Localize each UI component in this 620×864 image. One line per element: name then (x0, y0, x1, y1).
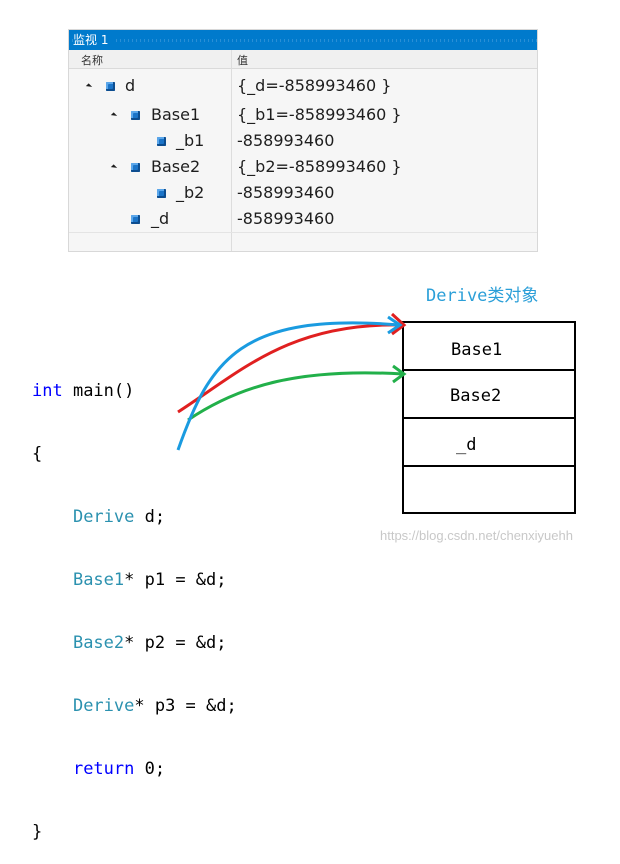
keyword-return: return (72, 759, 135, 779)
code-text: 0; (134, 759, 166, 779)
code-text: { (32, 444, 43, 464)
watch-row-value: {_b2=-858993460 } (237, 157, 402, 176)
watch-row-b1[interactable]: _b1 -858993460 (69, 128, 537, 154)
keyword-int: int (32, 381, 63, 401)
watch-row-base1[interactable]: Base1 {_b1=-858993460 } (69, 102, 537, 128)
column-header-value[interactable]: 值 (237, 54, 248, 67)
watch-row-b2[interactable]: _b2 -858993460 (69, 180, 537, 206)
code-line: Derive* p3 = &d; (32, 696, 237, 717)
code-line: Base1* p1 = &d; (32, 570, 237, 591)
variable-cube-icon (131, 215, 140, 224)
watch-row-d[interactable]: d {_d=-858993460 } (69, 73, 537, 99)
variable-cube-icon (131, 111, 140, 120)
code-text: * p3 = &d; (134, 696, 237, 716)
object-cell-empty (402, 465, 576, 514)
object-cell-d: _d (402, 417, 576, 467)
diagram-title: Derive类对象 (426, 286, 539, 306)
watch-header: 名称 值 (69, 50, 537, 69)
pointer-arrows (176, 312, 407, 451)
watch-row-value: -858993460 (237, 183, 335, 202)
type-derive: Derive (72, 507, 135, 527)
variable-cube-icon (106, 82, 115, 91)
code-line: { (32, 444, 237, 465)
cell-label: _d (456, 435, 477, 455)
watch-row-d-member[interactable]: _d -858993460 (69, 206, 537, 232)
watch-row-name: Base1 (151, 105, 201, 124)
watch-row-value: -858993460 (237, 209, 335, 228)
watch-row-name: _b1 (176, 131, 205, 150)
code-line: Base2* p2 = &d; (32, 633, 237, 654)
watch-row-value: {_b1=-858993460 } (237, 105, 402, 124)
code-text: * p1 = &d; (124, 570, 227, 590)
watch-window: 监视 1 名称 值 d {_d=-858993460 } Base1 {_b1=… (68, 29, 538, 252)
watch-row-value: {_d=-858993460 } (237, 76, 392, 95)
code-line: return 0; (32, 759, 237, 780)
watch-row-name: _b2 (176, 183, 205, 202)
cell-label: Base1 (451, 340, 503, 360)
arrow-p3 (176, 321, 401, 451)
column-header-name[interactable]: 名称 (81, 54, 103, 67)
code-line: Derive d; (32, 507, 237, 528)
type-derive: Derive (72, 696, 135, 716)
code-text: } (32, 822, 43, 842)
cell-label: Base2 (450, 386, 502, 406)
code-line: } (32, 822, 237, 843)
arrow-p2 (187, 371, 404, 422)
watch-title: 监视 1 (73, 33, 115, 47)
type-base2: Base2 (72, 633, 125, 653)
variable-cube-icon (157, 189, 166, 198)
watch-row-name: Base2 (151, 157, 201, 176)
object-cell-base2: Base2 (402, 369, 576, 419)
object-cell-base1: Base1 (402, 321, 576, 371)
watch-row-base2[interactable]: Base2 {_b2=-858993460 } (69, 154, 537, 180)
watch-row-name: _d (151, 209, 170, 228)
variable-cube-icon (157, 137, 166, 146)
arrow-p1 (177, 323, 404, 414)
code-line: int main() (32, 381, 237, 402)
code-text: main() (62, 381, 135, 401)
code-text: d; (134, 507, 166, 527)
code-text: * p2 = &d; (124, 633, 227, 653)
type-base1: Base1 (72, 570, 125, 590)
watch-empty-row[interactable] (69, 232, 537, 253)
variable-cube-icon (131, 163, 140, 172)
watch-row-value: -858993460 (237, 131, 335, 150)
column-separator[interactable] (231, 50, 232, 251)
watermark: https://blog.csdn.net/chenxiyuehh (380, 528, 573, 543)
arrowhead-p2 (392, 364, 407, 384)
watch-row-name: d (125, 76, 136, 95)
watch-title-bar[interactable]: 监视 1 (69, 30, 537, 50)
arrowhead-p1 (390, 312, 407, 336)
arrowhead-p3 (387, 315, 403, 335)
